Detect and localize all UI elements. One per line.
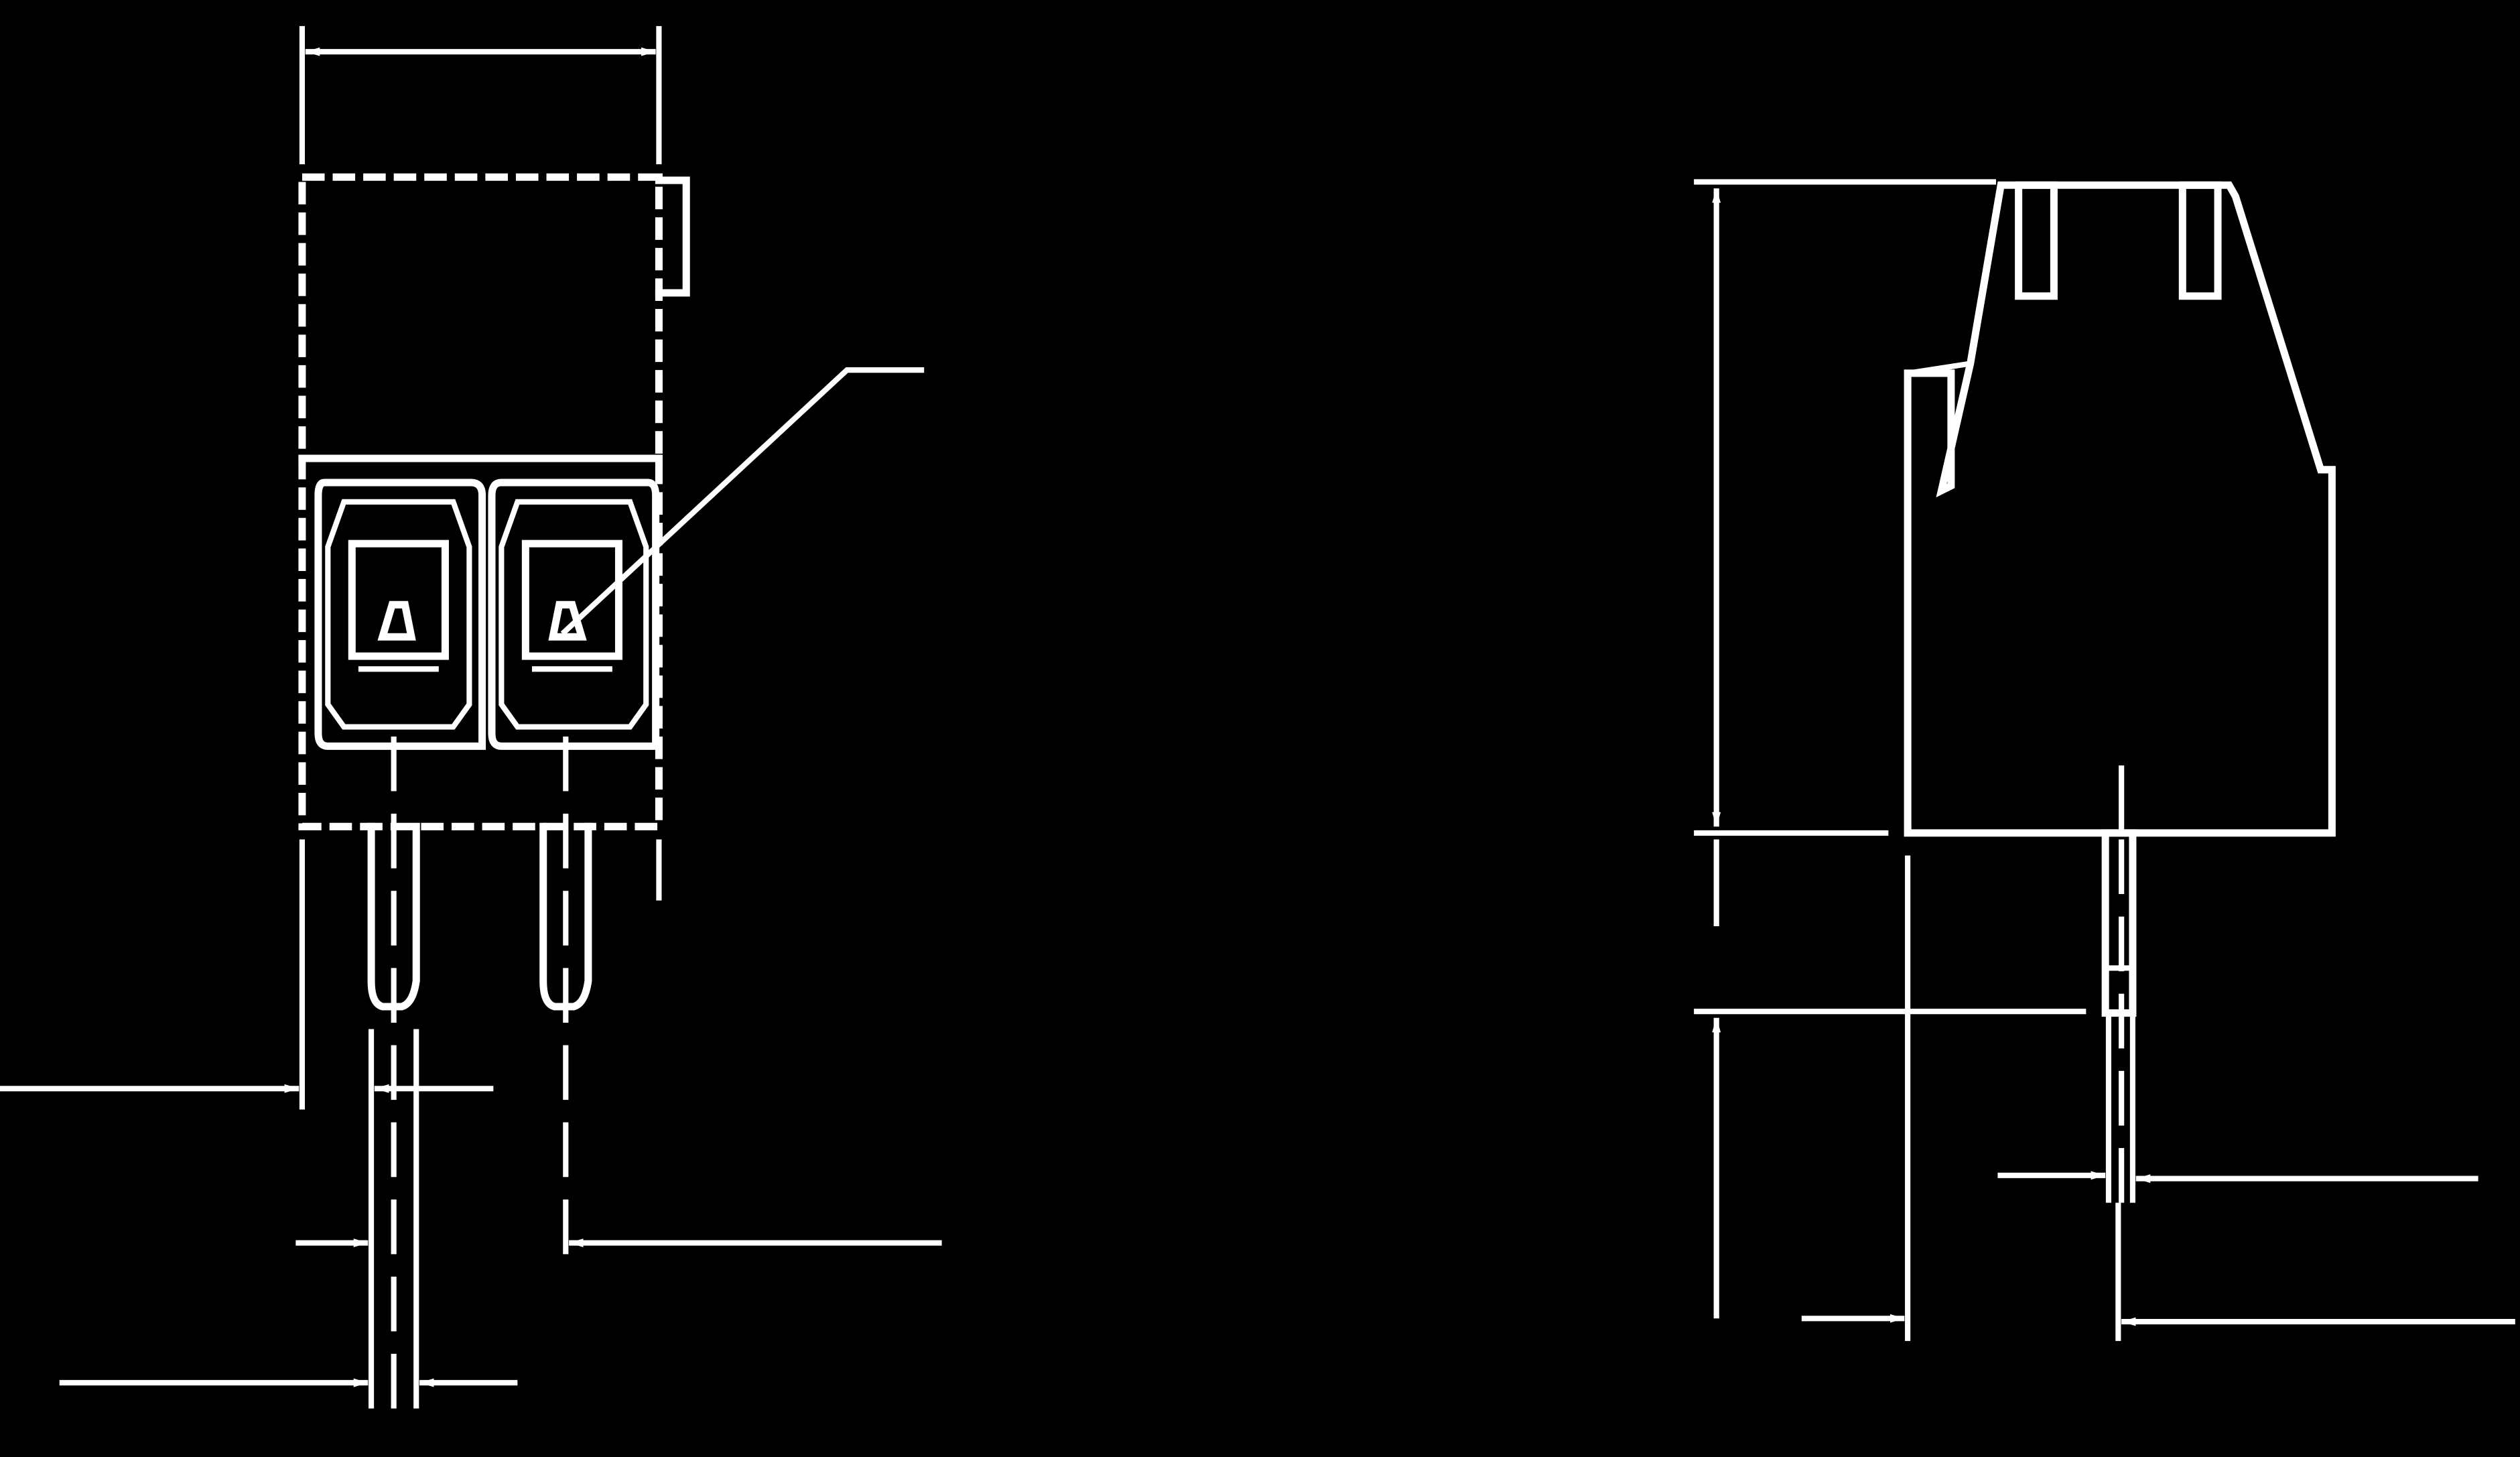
side-pin (2101, 765, 2137, 1341)
terminal-window-left (314, 479, 486, 750)
top-slot-right (2178, 181, 2222, 300)
top-slot-left (2015, 181, 2058, 300)
side-view (1694, 179, 2515, 1341)
front-view (0, 25, 942, 1415)
width-dimension (299, 25, 662, 165)
body-to-pin-dimension (1801, 1314, 2515, 1326)
wire-entry-icon-right (548, 600, 587, 641)
front-pin-right (539, 736, 592, 1271)
wire-entry-icon-left (377, 600, 416, 641)
pin-thickness-dimension (1997, 1171, 2478, 1184)
terminal-window-right (488, 479, 660, 750)
leader-line (560, 367, 925, 636)
side-housing (1904, 181, 2336, 837)
front-pin-left (367, 736, 420, 1415)
